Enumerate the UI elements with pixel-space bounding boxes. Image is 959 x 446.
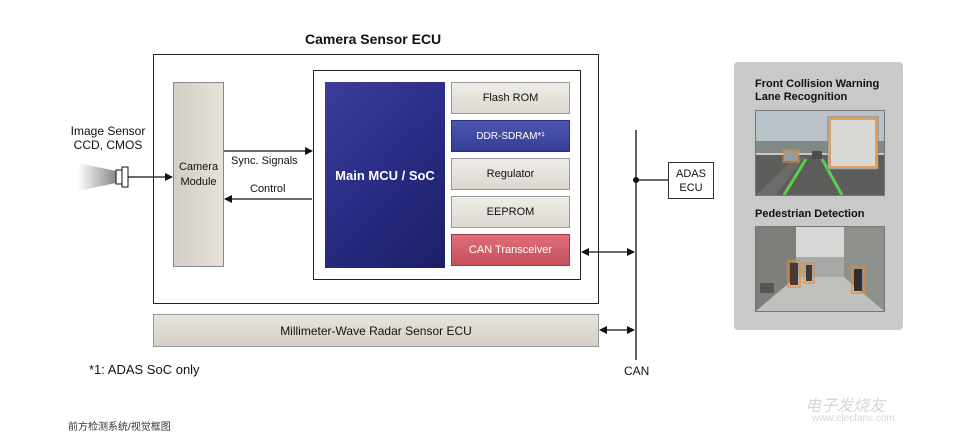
panel-section1-line2: Lane Recognition: [755, 91, 848, 103]
main-mcu: Main MCU / SoC: [325, 82, 445, 268]
sync-signals-label: Sync. Signals: [231, 155, 298, 167]
panel-section1-title: Front Collision Warning Lane Recognition: [755, 78, 879, 104]
radar-sensor-ecu: Millimeter-Wave Radar Sensor ECU: [153, 314, 599, 347]
road-scene-image: [755, 110, 885, 196]
figure-caption: 前方检测系统/视觉框图: [68, 422, 171, 433]
can-bus-junction: [633, 177, 639, 183]
image-sensor-line1: Image Sensor: [70, 124, 146, 138]
chip-regulator: Regulator: [451, 158, 570, 190]
diagram-title: Camera Sensor ECU: [305, 31, 442, 47]
camera-module-line2: Module: [180, 175, 217, 188]
chip-eeprom-label: EEPROM: [486, 206, 535, 218]
panel-section1-line1: Front Collision Warning: [755, 78, 880, 90]
camera-module: Camera Module: [173, 82, 224, 267]
image-sensor-label: Image Sensor CCD, CMOS: [68, 124, 148, 152]
chip-ddr-sdram-label: DDR-SDRAM*¹: [476, 130, 545, 142]
chip-flash-rom-label: Flash ROM: [482, 92, 539, 104]
camera-module-line1: Camera: [178, 160, 219, 173]
chip-regulator-label: Regulator: [486, 168, 535, 180]
adas-ecu-line1: ADAS: [676, 167, 706, 180]
main-mcu-label: Main MCU / SoC: [335, 167, 435, 183]
watermark-brand: 电子发烧友: [805, 396, 886, 415]
adas-ecu-line2: ECU: [679, 181, 703, 194]
footnote: *1: ADAS SoC only: [89, 362, 200, 377]
chip-ddr-sdram: DDR-SDRAM*¹: [451, 120, 570, 152]
image-sensor-line2: CCD, CMOS: [73, 138, 143, 152]
watermark-url: www.elecfans.com: [812, 413, 895, 424]
chip-can-transceiver-label: CAN Transceiver: [468, 244, 553, 256]
radar-sensor-ecu-label: Millimeter-Wave Radar Sensor ECU: [280, 323, 472, 338]
chip-eeprom: EEPROM: [451, 196, 570, 228]
can-bus-label: CAN: [624, 364, 650, 378]
adas-ecu: ADAS ECU: [668, 162, 714, 199]
panel-section2-title: Pedestrian Detection: [755, 208, 865, 220]
pedestrian-scene-image: [755, 226, 885, 312]
chip-flash-rom: Flash ROM: [451, 82, 570, 114]
camera-lens-icon: [78, 163, 129, 191]
control-label: Control: [250, 183, 286, 195]
chip-can-transceiver: CAN Transceiver: [451, 234, 570, 266]
